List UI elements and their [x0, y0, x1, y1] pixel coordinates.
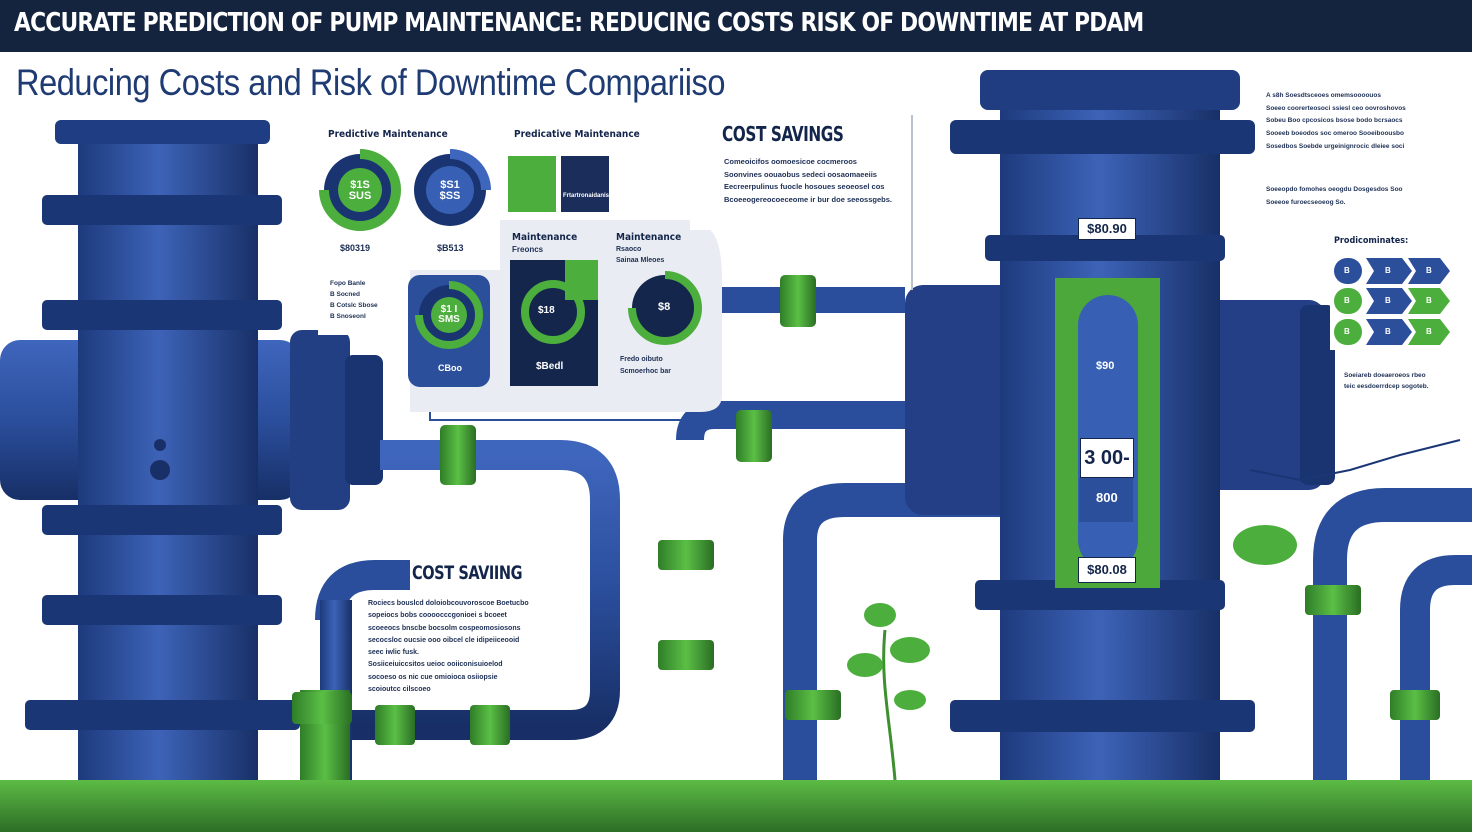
- gauge-2-value: $B513: [437, 243, 464, 253]
- left-legend: Fopo Banle B Socned B Cotslc Sbose B Sno…: [330, 280, 378, 320]
- card-subtitle: Freoncs: [512, 245, 544, 254]
- panel-bg-right: [1262, 85, 1467, 215]
- pill-row-2-value-1: B: [1385, 296, 1391, 305]
- middle-panel-heading: Predicative Maintenance: [514, 129, 640, 140]
- left-pump-tower: [0, 120, 383, 780]
- pill-row-3-value-1: B: [1385, 327, 1391, 336]
- pill-row-1-value-1: B: [1385, 266, 1391, 275]
- title-bar: [0, 0, 1472, 52]
- gauge-3-label: $1 I SMS: [438, 304, 460, 325]
- cost-saving-body: Rociecs bouslcd doloiobcouvoroscoe Boetu…: [368, 600, 529, 694]
- gauge-1-label: $1S SUS: [348, 179, 372, 202]
- pill-row-1-icon: B: [1344, 266, 1350, 275]
- tile-navy: [561, 156, 609, 212]
- right-gauge-value: $8: [658, 301, 671, 313]
- pill-row-1-value-2: B: [1426, 266, 1432, 275]
- trend-line: [1249, 439, 1461, 482]
- pill-row-2-icon: B: [1344, 296, 1350, 305]
- right-card-title: Maintenance: [616, 232, 682, 243]
- gauge-3-caption: CBoo: [438, 363, 462, 373]
- pill-row-2-value-2: B: [1426, 296, 1432, 305]
- cost-saving-heading: COST SAVIING: [412, 562, 523, 584]
- cost-savings-heading: COST SAVINGS: [722, 122, 844, 146]
- plant-sprout: [847, 525, 1297, 781]
- right-panel-heading: Prodicominates:: [1334, 236, 1409, 246]
- right-intro-text: A s8h Soesdtsceoes omemsoooouos Soeeo co…: [1266, 92, 1406, 150]
- gauge-ring-3: [408, 275, 490, 387]
- tower-label-top: $80.90: [1078, 218, 1136, 240]
- page-subtitle: Reducing Costs and Risk of Downtime Comp…: [16, 62, 726, 103]
- left-panel-heading: Predictive Maintenance: [328, 129, 448, 140]
- tower-label-low: 800: [1096, 490, 1118, 505]
- tower-label-mid: 3 00-: [1080, 438, 1134, 478]
- panel-bg-cost-bottom: [410, 555, 570, 695]
- tower-level-block: [1079, 478, 1133, 522]
- tower-label-bottom: $80.08: [1078, 557, 1136, 583]
- card-title: Maintenance: [512, 232, 578, 243]
- pipe-network: [292, 275, 1472, 780]
- panel-bg-cost: [712, 112, 912, 212]
- card-gauge-value: $18: [538, 305, 555, 316]
- page-title: ACCURATE PREDICTION OF PUMP MAINTENANCE:…: [14, 8, 1144, 38]
- gauge-2-label: $S1 $SS: [439, 179, 461, 202]
- pill-row-3-value-2: B: [1426, 327, 1432, 336]
- right-pump-tower: [905, 70, 1335, 780]
- right-footer-text: Soeiareb doeaeroeos rbeo teic eesdoerrdc…: [1344, 372, 1429, 390]
- right-note-text: Soeeopdo fomohes oeogdu Dosgesdos Soo So…: [1266, 186, 1403, 206]
- ground-strip: [0, 780, 1472, 832]
- gauge-1-value: $80319: [340, 243, 371, 253]
- pill-rows: [1334, 258, 1450, 345]
- card-value: $Bedl: [536, 361, 564, 372]
- cost-savings-body: Comeoicifos oomoesicoe cocmeroos Soonvin…: [724, 157, 892, 204]
- right-card-caption: Fredo oibuto Scmoerhoc bar: [620, 356, 671, 375]
- gauge-ring-4: [632, 275, 698, 341]
- tile-caption: Frtartronaidanis: [563, 193, 610, 199]
- pill-row-3-icon: B: [1344, 327, 1350, 336]
- right-card-subtitle: Rsaoco Sainaa Mleoes: [616, 246, 665, 264]
- gauge-ring-1: [319, 149, 401, 231]
- gauge-ring-2: [414, 149, 491, 226]
- tower-label-mid-small: $90: [1096, 360, 1115, 372]
- tile-green: [508, 156, 556, 212]
